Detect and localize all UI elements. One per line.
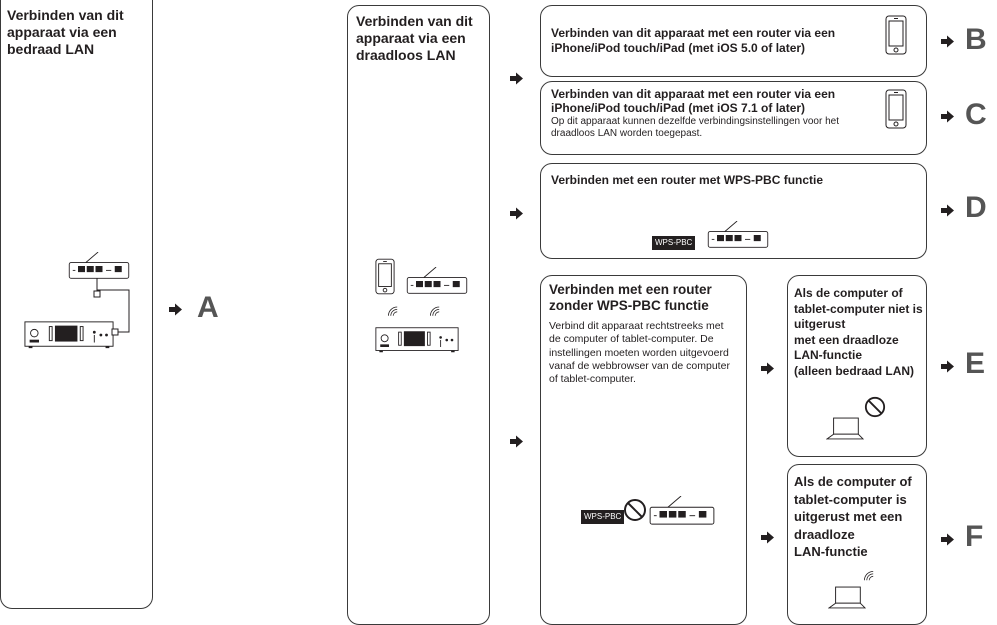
arrow-right-icon [509,206,524,221]
option-c-description: Op dit apparaat kunnen dezelfde verbindi… [551,116,839,139]
wireless-lan-panel: Verbinden van dit apparaat via een draad… [347,5,490,625]
wps-pbc-button-label: WPS-PBC [652,236,696,250]
option-e-title: Als de computer of tablet-computer niet … [794,286,923,378]
laptop-icon [826,416,864,441]
prohibited-icon [623,498,647,522]
option-d-panel: Verbinden met een router met WPS-PBC fun… [540,163,927,259]
arrow-right-icon [509,71,524,86]
result-letter-a: A [197,291,219,324]
router-icon [649,496,715,526]
option-f-title: Als de computer of tablet-computer is ui… [794,474,912,559]
lan-cable-icon [93,278,130,336]
no-wps-panel: Verbinden met een router zonder WPS-PBC … [540,275,747,625]
smartphone-icon [885,89,907,129]
smartphone-icon [375,258,395,295]
wireless-waves-icon [862,569,878,582]
option-c-title: Verbinden van dit apparaat met een route… [551,87,836,115]
option-c-panel: Verbinden van dit apparaat met een route… [540,81,927,155]
player-icon [375,326,459,354]
result-letter-b: B [965,23,987,56]
arrow-right-icon [509,434,524,449]
arrow-right-icon [940,34,955,49]
arrow-right-icon [940,109,955,124]
option-e-panel: Als de computer of tablet-computer niet … [787,275,927,457]
router-icon [406,267,468,295]
arrow-right-icon [940,532,955,547]
arrow-right-icon [940,359,955,374]
result-letter-e: E [965,347,986,380]
option-d-title: Verbinden met een router met WPS-PBC fun… [551,173,824,187]
wireless-waves-icon [386,304,402,318]
option-b-panel: Verbinden van dit apparaat met een route… [540,5,927,77]
arrow-right-icon [760,530,775,545]
result-letter-f: F [965,520,984,553]
smartphone-icon [885,15,907,55]
wireless-lan-title: Verbinden van dit apparaat via een draad… [356,13,473,63]
laptop-icon [828,585,866,610]
wired-lan-title: Verbinden van dit apparaat via een bedra… [7,7,124,57]
arrow-right-icon [760,361,775,376]
no-wps-title: Verbinden met een router zonder WPS-PBC … [549,282,712,313]
arrow-right-icon [940,203,955,218]
prohibited-icon [864,396,886,418]
router-icon [707,221,769,249]
option-f-panel: Als de computer of tablet-computer is ui… [787,464,927,625]
result-letter-d: D [965,191,987,224]
result-letter-c: C [965,98,987,131]
arrow-right-icon [168,302,183,317]
option-b-title: Verbinden van dit apparaat met een route… [551,26,836,55]
no-wps-description: Verbind dit apparaat rechtstreeks met de… [549,320,730,386]
wps-pbc-button-label: WPS-PBC [581,510,625,524]
wired-lan-panel: Verbinden van dit apparaat via een bedra… [0,0,153,609]
wireless-waves-icon [428,304,444,318]
